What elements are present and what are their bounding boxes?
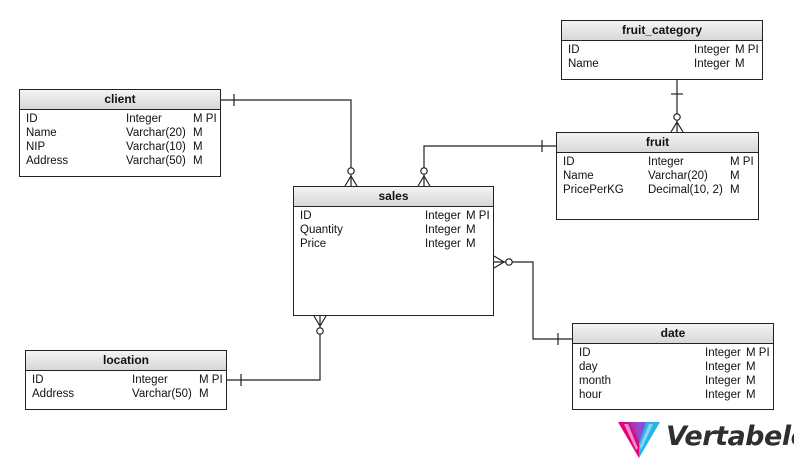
column-type: Integer	[705, 375, 741, 387]
column-flags: M PI	[193, 113, 217, 125]
column-name: ID	[26, 113, 38, 125]
relationship-fruit-sales	[417, 140, 556, 187]
column-type: Integer	[425, 210, 461, 222]
entity-sales[interactable]: sales ID Integer M PI Quantity Integer M…	[293, 186, 494, 316]
column-flags: M	[730, 184, 740, 196]
column-row: day Integer M	[573, 360, 773, 374]
column-name: PricePerKG	[563, 184, 624, 196]
column-flags: M PI	[735, 44, 759, 56]
column-flags: M	[199, 388, 209, 400]
column-flags: M	[466, 224, 476, 236]
column-type: Varchar(10)	[126, 141, 186, 153]
column-flags: M	[746, 389, 756, 401]
column-row: Address Varchar(50) M	[26, 387, 226, 401]
column-name: NIP	[26, 141, 46, 153]
column-row: Price Integer M	[294, 237, 493, 251]
column-type: Integer	[648, 156, 684, 168]
column-type: Varchar(20)	[648, 170, 708, 182]
entity-fruit-title: fruit	[557, 133, 758, 153]
column-type: Integer	[705, 361, 741, 373]
column-name: Name	[568, 58, 599, 70]
column-row: month Integer M	[573, 374, 773, 388]
column-type: Varchar(20)	[126, 127, 186, 139]
column-flags: M	[746, 375, 756, 387]
relationship-location-sales	[227, 315, 327, 386]
column-name: Price	[300, 238, 327, 250]
column-row: Name Varchar(20) M	[20, 126, 220, 140]
column-type: Integer	[126, 113, 162, 125]
column-type: Decimal(10, 2)	[648, 184, 723, 196]
column-row: Address Varchar(50) M	[20, 154, 220, 168]
entity-fruit-category[interactable]: fruit_category ID Integer M PI Name Inte…	[561, 20, 763, 80]
entity-location-title: location	[26, 351, 226, 371]
column-name: ID	[563, 156, 575, 168]
entity-fruit[interactable]: fruit ID Integer M PI Name Varchar(20) M…	[556, 132, 759, 220]
entity-location[interactable]: location ID Integer M PI Address Varchar…	[25, 350, 227, 410]
column-row: NIP Varchar(10) M	[20, 140, 220, 154]
column-flags: M PI	[199, 374, 223, 386]
column-name: Name	[26, 127, 57, 139]
column-name: Address	[26, 155, 69, 167]
column-type: Integer	[705, 389, 741, 401]
column-row: Name Integer M	[562, 57, 762, 71]
column-type: Varchar(50)	[126, 155, 186, 167]
column-row: PricePerKG Decimal(10, 2) M	[557, 183, 758, 197]
column-type: Integer	[694, 44, 730, 56]
column-row: ID Integer M PI	[20, 112, 220, 126]
column-name: day	[579, 361, 598, 373]
column-name: month	[579, 375, 611, 387]
entity-client-title: client	[20, 90, 220, 110]
column-row: Name Varchar(20) M	[557, 169, 758, 183]
column-row: ID Integer M PI	[573, 346, 773, 360]
column-flags: M PI	[466, 210, 490, 222]
column-name: ID	[579, 347, 591, 359]
column-row: hour Integer M	[573, 388, 773, 402]
column-type: Integer	[132, 374, 168, 386]
column-flags: M	[466, 238, 476, 250]
relationship-fruit-category-fruit	[670, 80, 684, 133]
column-type: Varchar(50)	[132, 388, 192, 400]
column-flags: M	[193, 141, 203, 153]
column-name: ID	[568, 44, 580, 56]
entity-fruit-category-title: fruit_category	[562, 21, 762, 41]
vertabelo-watermark: Vertabelo	[616, 414, 794, 464]
column-row: ID Integer M PI	[562, 43, 762, 57]
column-flags: M PI	[746, 347, 770, 359]
column-row: ID Integer M PI	[26, 373, 226, 387]
entity-client[interactable]: client ID Integer M PI Name Varchar(20) …	[19, 89, 221, 177]
vertabelo-wordmark: Vertabelo	[666, 421, 794, 452]
vertabelo-logo-icon	[618, 422, 660, 458]
column-flags: M	[746, 361, 756, 373]
entity-date-title: date	[573, 324, 773, 344]
column-type: Integer	[705, 347, 741, 359]
column-name: hour	[579, 389, 603, 401]
column-name: Address	[32, 388, 75, 400]
column-type: Integer	[425, 238, 461, 250]
column-row: ID Integer M PI	[294, 209, 493, 223]
column-flags: M	[193, 127, 203, 139]
relationship-date-sales	[493, 255, 572, 345]
entity-date[interactable]: date ID Integer M PI day Integer M month…	[572, 323, 774, 410]
column-flags: M PI	[730, 156, 754, 168]
column-flags: M	[193, 155, 203, 167]
column-row: ID Integer M PI	[557, 155, 758, 169]
column-flags: M	[735, 58, 745, 70]
column-type: Integer	[425, 224, 461, 236]
column-flags: M	[730, 170, 740, 182]
relationship-client-sales	[221, 94, 358, 187]
entity-sales-title: sales	[294, 187, 493, 207]
column-type: Integer	[694, 58, 730, 70]
column-name: ID	[300, 210, 312, 222]
column-row: Quantity Integer M	[294, 223, 493, 237]
column-name: ID	[32, 374, 44, 386]
column-name: Quantity	[300, 224, 343, 236]
column-name: Name	[563, 170, 594, 182]
